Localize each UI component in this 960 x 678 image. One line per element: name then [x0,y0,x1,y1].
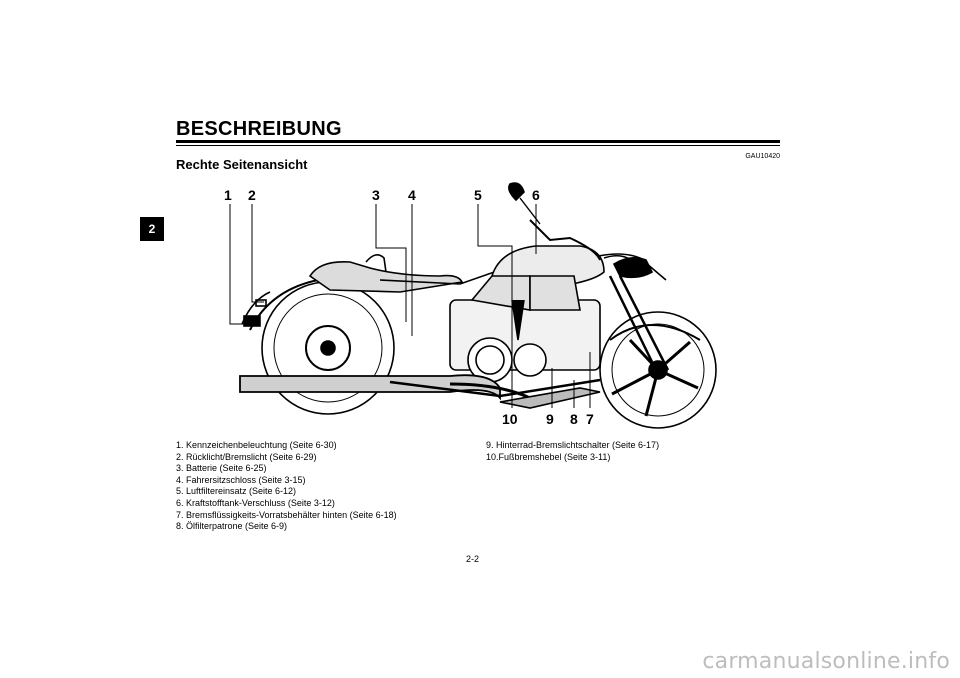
caption-item: 4. Fahrersitzschloss (Seite 3-15) [176,474,306,485]
callout-8: 8 [570,411,578,427]
title-rule-thick [176,140,780,143]
caption-list-right: 9. Hinterrad-Bremslichtschalter (Seite 6… [486,440,659,463]
caption-item: 3. Batterie (Seite 6-25) [176,463,267,474]
title-rule-thin [176,145,780,146]
callout-4: 4 [408,187,416,203]
callout-2: 2 [248,187,256,203]
caption-item: 5. Luftfiltereinsatz (Seite 6-12) [176,486,297,497]
reference-code: GAU10420 [745,153,780,160]
page-number: 2-2 [466,554,480,564]
caption-item: 2. Rücklicht/Bremslicht (Seite 6-29) [176,451,317,462]
caption-item: 10.Fußbremshebel (Seite 3-11) [486,451,611,462]
chapter-tab: 2 [140,217,164,241]
caption-list-left: 1. Kennzeichenbeleuchtung (Seite 6-30) 2… [176,440,397,533]
motorcycle-illustration [229,182,717,429]
caption-item: 1. Kennzeichenbeleuchtung (Seite 6-30) [176,440,337,450]
watermark: carmanualsonline.info [702,649,950,674]
caption-item: 8. Ölfilterpatrone (Seite 6-9) [176,521,288,532]
callout-9: 9 [546,411,554,427]
callout-5: 5 [474,187,482,203]
page-title: BESCHREIBUNG [176,118,342,140]
section-title: Rechte Seitenansicht [176,157,308,172]
caption-item: 9. Hinterrad-Bremslichtschalter (Seite 6… [486,440,660,450]
callout-1: 1 [224,187,232,203]
callout-10: 10 [502,411,518,427]
callout-3: 3 [372,187,380,203]
caption-item: 6. Kraftstofftank-Verschluss (Seite 3-12… [176,497,335,508]
motorcycle-figure: 1 2 3 4 5 6 10 9 8 7 [200,180,740,440]
caption-item: 7. Bremsflüssigkeits-Vorratsbehälter hin… [176,509,397,520]
callout-6: 6 [532,187,540,203]
callout-7: 7 [586,411,594,427]
